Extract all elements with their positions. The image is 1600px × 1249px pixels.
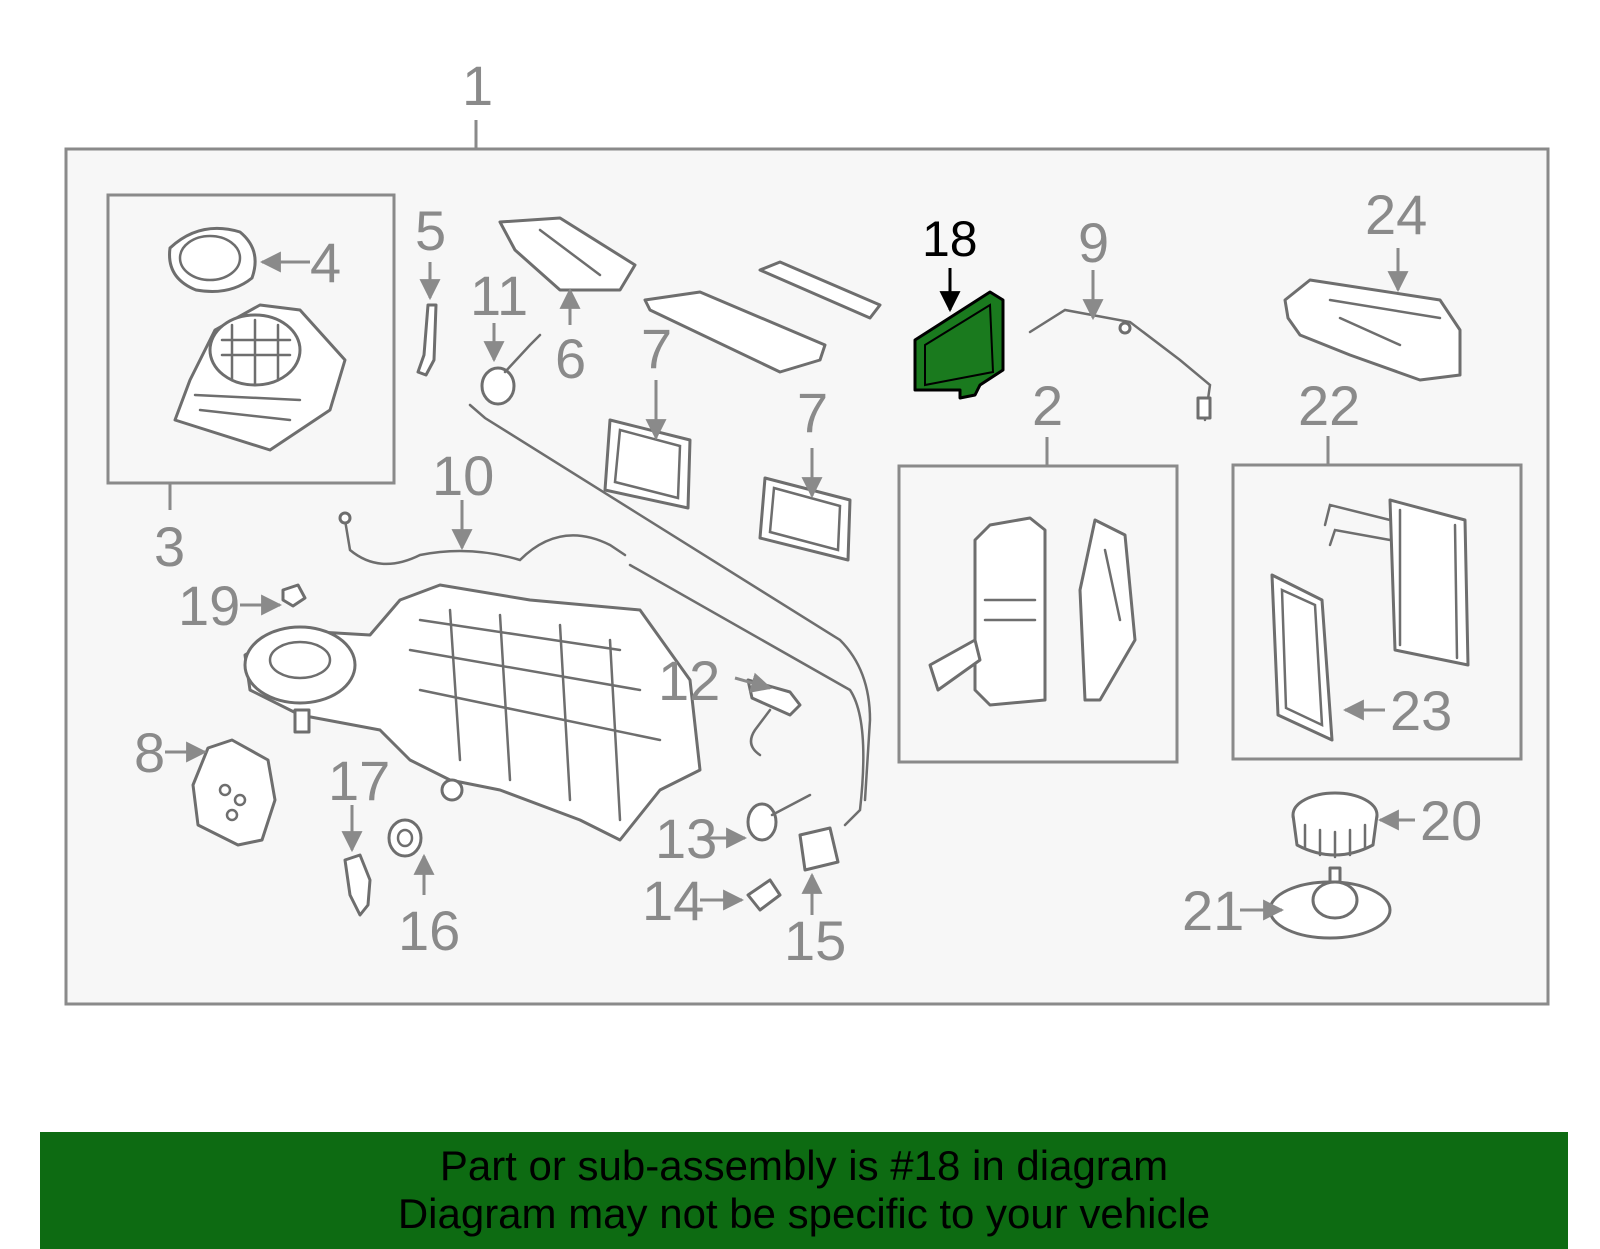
hvac-case-assembly (243, 583, 702, 842)
banner-line-1: Part or sub-assembly is #18 in diagram (439, 1142, 1169, 1189)
callout-11: 11 (470, 264, 528, 327)
callout-16: 16 (398, 899, 460, 962)
subassembly-box-22 (1231, 463, 1523, 761)
part-17-bracket (343, 853, 372, 917)
callout-24: 24 (1365, 183, 1427, 246)
part-10-hose (338, 511, 627, 566)
callout-1: 1 (462, 54, 493, 117)
part-24-case (1283, 278, 1462, 382)
callout-15: 15 (784, 909, 846, 972)
refrigerant-line (468, 403, 872, 802)
part-7-filter-a (603, 418, 692, 510)
callout-17: 17 (328, 749, 390, 812)
callout-7b: 7 (797, 381, 828, 444)
part-13-actuator (746, 793, 812, 842)
part-11-sensor (480, 333, 542, 406)
part-19-clip (281, 583, 307, 608)
callout-8: 8 (134, 721, 165, 784)
callout-21: 21 (1182, 879, 1244, 942)
part-8-cover (191, 738, 277, 847)
callout-7a: 7 (641, 317, 672, 380)
part-2-evaporator (928, 516, 1137, 707)
subassembly-box-2 (897, 464, 1179, 764)
callout-22: 22 (1298, 374, 1360, 437)
refrigerant-line-2 (628, 563, 865, 827)
part-15-resistor (798, 826, 840, 872)
subassembly-box-3 (106, 193, 396, 485)
callout-6: 6 (555, 327, 586, 390)
part-21-blower-motor (1268, 866, 1392, 940)
part-5-bracket (416, 303, 438, 377)
callout-2: 2 (1032, 374, 1063, 437)
part-9-hose (1028, 308, 1212, 422)
part-panel-upper (643, 290, 827, 374)
callout-10: 10 (432, 444, 494, 507)
part-4-seal (168, 226, 257, 293)
callout-9: 9 (1078, 211, 1109, 274)
part-panel-strip (758, 260, 882, 320)
callout-20: 20 (1420, 789, 1482, 852)
callout-14: 14 (642, 869, 704, 932)
banner-line-2: Diagram may not be specific to your vehi… (397, 1190, 1211, 1237)
callout-4: 4 (310, 231, 341, 294)
callout-23: 23 (1390, 679, 1452, 742)
callout-19: 19 (178, 574, 240, 637)
callout-18: 18 (922, 211, 978, 267)
info-banner: Part or sub-assembly is #18 in diagram D… (40, 1132, 1568, 1249)
part-22-heater-core (1323, 498, 1470, 667)
part-18-highlighted[interactable] (913, 290, 1005, 400)
part-16-grommet (387, 818, 423, 858)
part-14-switch (746, 878, 782, 912)
part-23-filter (1270, 573, 1334, 742)
callout-3: 3 (154, 515, 185, 578)
part-20-blower-wheel (1291, 791, 1379, 859)
callout-13: 13 (655, 807, 717, 870)
callout-5: 5 (415, 199, 446, 262)
part-6-duct (498, 216, 637, 292)
part-3-blower-housing (173, 303, 347, 452)
callout-12: 12 (658, 649, 720, 712)
